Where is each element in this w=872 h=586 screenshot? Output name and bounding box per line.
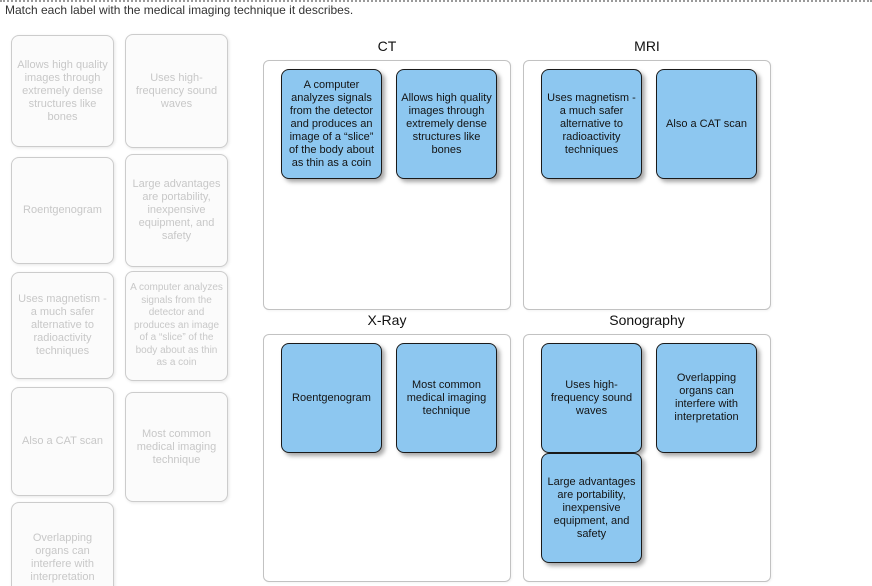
answer-card[interactable]: Roentgenogram bbox=[281, 343, 382, 453]
category-dropzone-xray[interactable]: Roentgenogram Most common medical imagin… bbox=[263, 334, 511, 582]
answer-card[interactable]: Most common medical imaging technique bbox=[396, 343, 497, 453]
category-title-ct: CT bbox=[377, 38, 397, 54]
answer-card[interactable]: Uses high-frequency sound waves bbox=[541, 343, 642, 453]
category-title-xray: X-Ray bbox=[367, 312, 407, 328]
pool-label-used: Uses magnetism - a much safer alternativ… bbox=[11, 272, 114, 379]
pool-label-used: A computer analyzes signals from the det… bbox=[125, 271, 228, 381]
answer-card[interactable]: Uses magnetism - a much safer alternativ… bbox=[541, 69, 642, 179]
category-title-mri: MRI bbox=[634, 38, 660, 54]
category-sonography: Sonography Uses high-frequency sound wav… bbox=[523, 312, 771, 582]
category-dropzone-ct[interactable]: A computer analyzes signals from the det… bbox=[263, 60, 511, 310]
category-title-sonography: Sonography bbox=[609, 312, 685, 328]
category-xray: X-Ray Roentgenogram Most common medical … bbox=[263, 312, 511, 582]
pool-label-used: Most common medical imaging technique bbox=[125, 392, 228, 502]
category-dropzone-mri[interactable]: Uses magnetism - a much safer alternativ… bbox=[523, 60, 771, 310]
pool-label-used: Roentgenogram bbox=[11, 157, 114, 264]
pool-label-used: Overlapping organs can interfere with in… bbox=[11, 502, 114, 586]
pool-label-used: Uses high-frequency sound waves bbox=[125, 34, 228, 148]
pool-label-used: Large advantages are portability, inexpe… bbox=[125, 154, 228, 267]
answer-card[interactable]: Overlapping organs can interfere with in… bbox=[656, 343, 757, 453]
pool-label-used: Also a CAT scan bbox=[11, 387, 114, 496]
answer-card[interactable]: Also a CAT scan bbox=[656, 69, 757, 179]
answer-card[interactable]: A computer analyzes signals from the det… bbox=[281, 69, 382, 179]
category-dropzone-sonography[interactable]: Uses high-frequency sound waves Overlapp… bbox=[523, 334, 771, 582]
pool-label-used: Allows high quality images through extre… bbox=[11, 35, 114, 147]
instruction-text: Match each label with the medical imagin… bbox=[5, 3, 354, 17]
category-ct: CT A computer analyzes signals from the … bbox=[263, 38, 511, 310]
answer-card[interactable]: Allows high quality images through extre… bbox=[396, 69, 497, 179]
category-mri: MRI Uses magnetism - a much safer altern… bbox=[523, 38, 771, 310]
answer-card[interactable]: Large advantages are portability, inexpe… bbox=[541, 453, 642, 563]
